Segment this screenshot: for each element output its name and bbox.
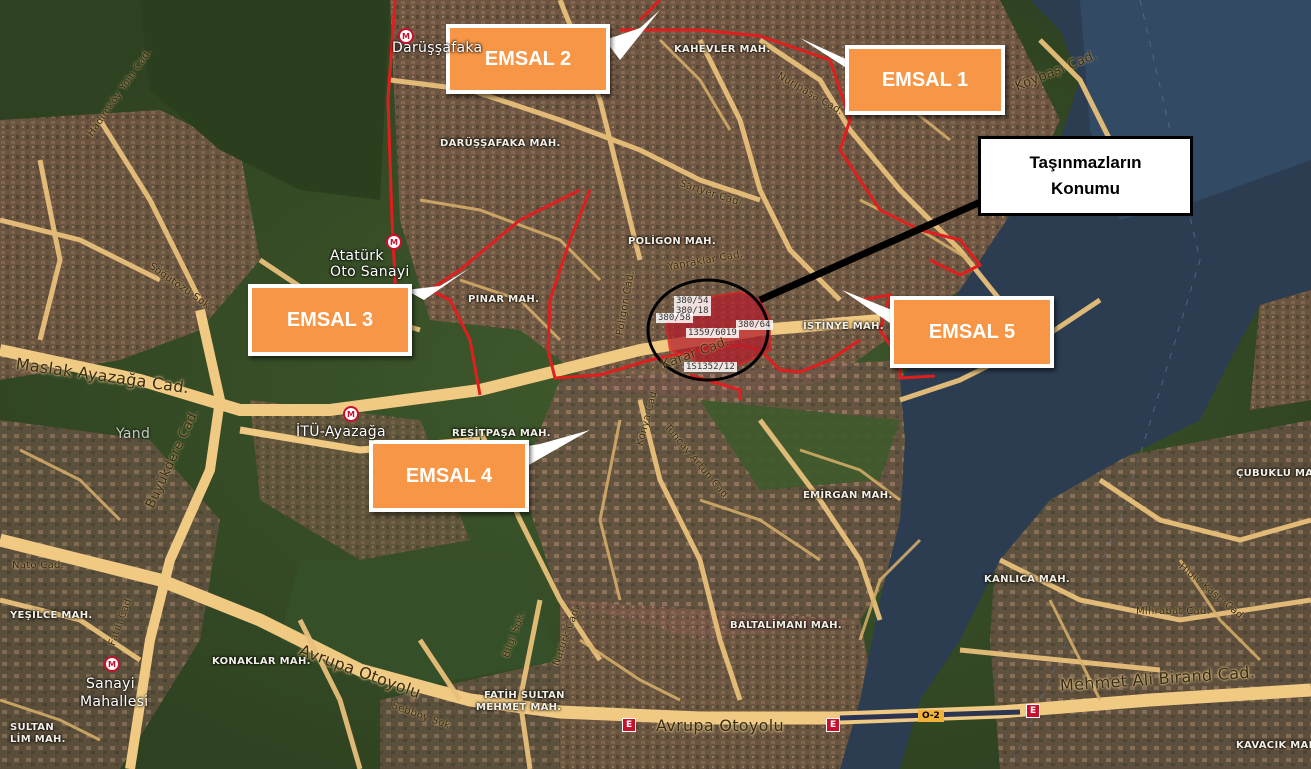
road-label: Mihrabat Cad. (1136, 606, 1211, 617)
metro-icon: M (343, 406, 359, 422)
map-label: Oto Sanayi (330, 264, 410, 280)
metro-icon: M (398, 28, 414, 44)
map-label: EMİRGAN MAH. (803, 490, 893, 501)
emsal-4-label: EMSAL 4 (405, 464, 493, 487)
map-label: Yand (116, 426, 151, 442)
map-label: İTÜ-Ayazağa (296, 424, 386, 440)
map-label: BALTALİMANI MAH. (730, 620, 842, 631)
map-label: REŞİTPAŞA MAH. (452, 428, 551, 439)
emsal-5-callout: EMSAL 5 (890, 296, 1054, 368)
map-label: KAHEVLER MAH. (674, 44, 771, 55)
map-label: Mahallesi (80, 694, 149, 710)
highway-marker-icon: E (1026, 704, 1041, 718)
emsal-1-label: EMSAL 1 (881, 68, 969, 91)
map-label: DARÜŞŞAFAKA MAH. (440, 138, 561, 149)
emsal-2-label: EMSAL 2 (484, 47, 572, 70)
map-label: Darüşşafaka (392, 40, 483, 56)
map-label: ÇUBUKLU MAH. (1236, 468, 1311, 479)
parcel-label: 380/54 (674, 296, 711, 306)
map-label: Atatürk (330, 248, 384, 264)
parcel-label: 1359/6019 (686, 328, 739, 338)
highway-marker-icon: E (826, 718, 841, 732)
map-label: KANLICA MAH. (984, 574, 1070, 585)
parcel-label: 380/64 (736, 320, 773, 330)
map-label: PINAR MAH. (468, 294, 540, 305)
location-box-line2: Konumu (1051, 179, 1120, 198)
o2-highway-shield: O-2 (918, 710, 944, 722)
emsal-3-callout: EMSAL 3 (248, 284, 412, 356)
emsal-2-callout: EMSAL 2 (446, 24, 610, 94)
map-label: İSTİNYE MAH. (803, 321, 884, 332)
metro-icon: M (386, 234, 402, 250)
emsal-3-label: EMSAL 3 (286, 308, 374, 331)
road-label: Avrupa Otoyolu (656, 716, 784, 735)
map-label: MEHMET MAH. (476, 702, 562, 713)
parcel-label: 380/18 (674, 306, 711, 316)
metro-icon: M (104, 656, 120, 672)
map-label: POLİGON MAH. (628, 236, 716, 247)
property-location-box: Taşınmazların Konumu (978, 136, 1193, 216)
parcel-label: 1S1352/12 (684, 362, 737, 372)
parcel-label: 380/58 (656, 313, 693, 323)
road-label: Nato Cad. (12, 560, 65, 571)
location-box-line1: Taşınmazların (1029, 153, 1142, 172)
map-label: LİM MAH. (10, 734, 66, 745)
emsal-5-label: EMSAL 5 (928, 320, 1016, 343)
highway-marker-icon: E (622, 718, 637, 732)
map-label: YEŞİLCE MAH. (10, 610, 93, 621)
emsal-4-callout: EMSAL 4 (369, 440, 529, 512)
map-label: KONAKLAR MAH. (212, 656, 311, 667)
map-label: SULTAN (10, 722, 54, 733)
map-label: KAVACIK MAH. (1236, 740, 1311, 751)
map-label: FATİH SULTAN (484, 690, 565, 701)
map-label: Sanayi (86, 676, 135, 692)
emsal-1-callout: EMSAL 1 (845, 45, 1005, 115)
